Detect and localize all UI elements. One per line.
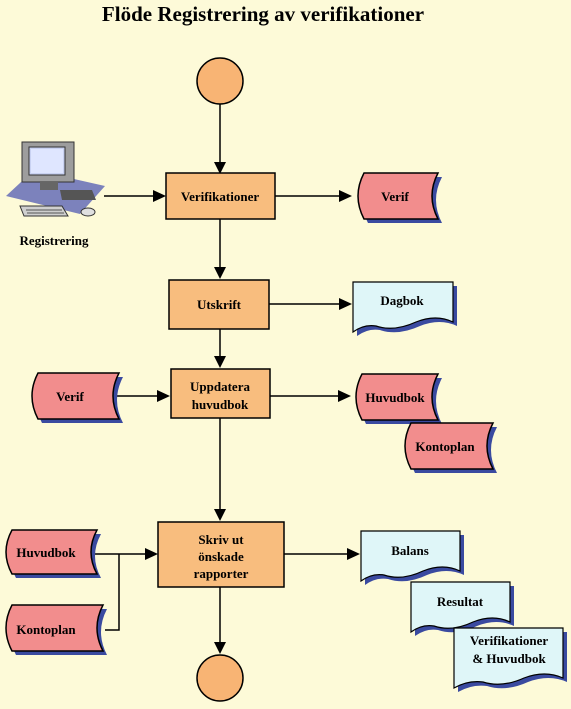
document-balans: Balans (360, 530, 464, 585)
storage-verif-input-label: Verif (56, 389, 84, 404)
document-verhuv-line2: & Huvudbok (472, 651, 546, 666)
process-verifikationer: Verifikationer (165, 172, 276, 220)
document-resultat: Resultat (410, 581, 514, 636)
computer-terminal-icon (6, 141, 105, 217)
arrowhead (153, 190, 166, 202)
document-dagbok-label: Dagbok (380, 293, 424, 308)
connector-kontoplan-to-skriv (105, 554, 120, 631)
storage-huvudbok-input-label: Huvudbok (16, 545, 76, 560)
process-uppdatera-line1: Uppdatera (190, 379, 250, 394)
process-skriv-line1: Skriv ut (198, 532, 244, 547)
process-uppdatera-huvudbok: Uppdatera huvudbok (170, 368, 271, 419)
storage-huvudbok-output-label: Huvudbok (365, 390, 425, 405)
connectors (88, 104, 360, 654)
arrowhead (214, 162, 226, 174)
process-skriv-rapporter: Skriv ut önskade rapporter (157, 521, 285, 588)
start-terminal (196, 57, 244, 105)
arrowhead (214, 356, 226, 368)
arrowhead (214, 509, 226, 521)
storage-kontoplan-input-label: Kontoplan (16, 622, 76, 637)
arrowhead (339, 298, 352, 310)
arrowhead (339, 190, 352, 202)
storage-kontoplan-input: Kontoplan (5, 604, 107, 655)
document-resultat-label: Resultat (437, 594, 484, 609)
process-skriv-line2: önskade (198, 549, 244, 564)
storage-huvudbok-input: Huvudbok (5, 529, 101, 578)
diagram-title: Flöde Registrering av verifikationer (102, 2, 424, 26)
process-utskrift: Utskrift (168, 279, 270, 330)
storage-kontoplan-output: Kontoplan (404, 422, 497, 473)
end-terminal (196, 654, 244, 702)
process-verifikationer-label: Verifikationer (181, 189, 259, 204)
process-utskrift-label: Utskrift (197, 297, 242, 312)
arrowhead (214, 642, 226, 654)
storage-kontoplan-output-label: Kontoplan (415, 439, 475, 454)
document-verhuv-line1: Verifikationer (470, 633, 548, 648)
storage-verif-input: Verif (31, 372, 123, 423)
process-skriv-line3: rapporter (194, 566, 249, 581)
storage-huvudbok-output: Huvudbok (355, 373, 442, 424)
storage-verif-output: Verif (357, 172, 442, 223)
arrowhead (214, 267, 226, 279)
document-dagbok: Dagbok (352, 281, 457, 336)
process-uppdatera-line2: huvudbok (192, 397, 249, 412)
storage-verif-output-label: Verif (381, 189, 409, 204)
computer-label: Registrering (19, 233, 89, 248)
document-verifikationer-huvudbok: Verifikationer & Huvudbok (453, 627, 567, 692)
arrowhead (338, 390, 351, 402)
document-balans-label: Balans (391, 543, 429, 558)
arrowhead (157, 390, 170, 402)
arrowhead (145, 548, 158, 560)
arrowhead (347, 548, 360, 560)
